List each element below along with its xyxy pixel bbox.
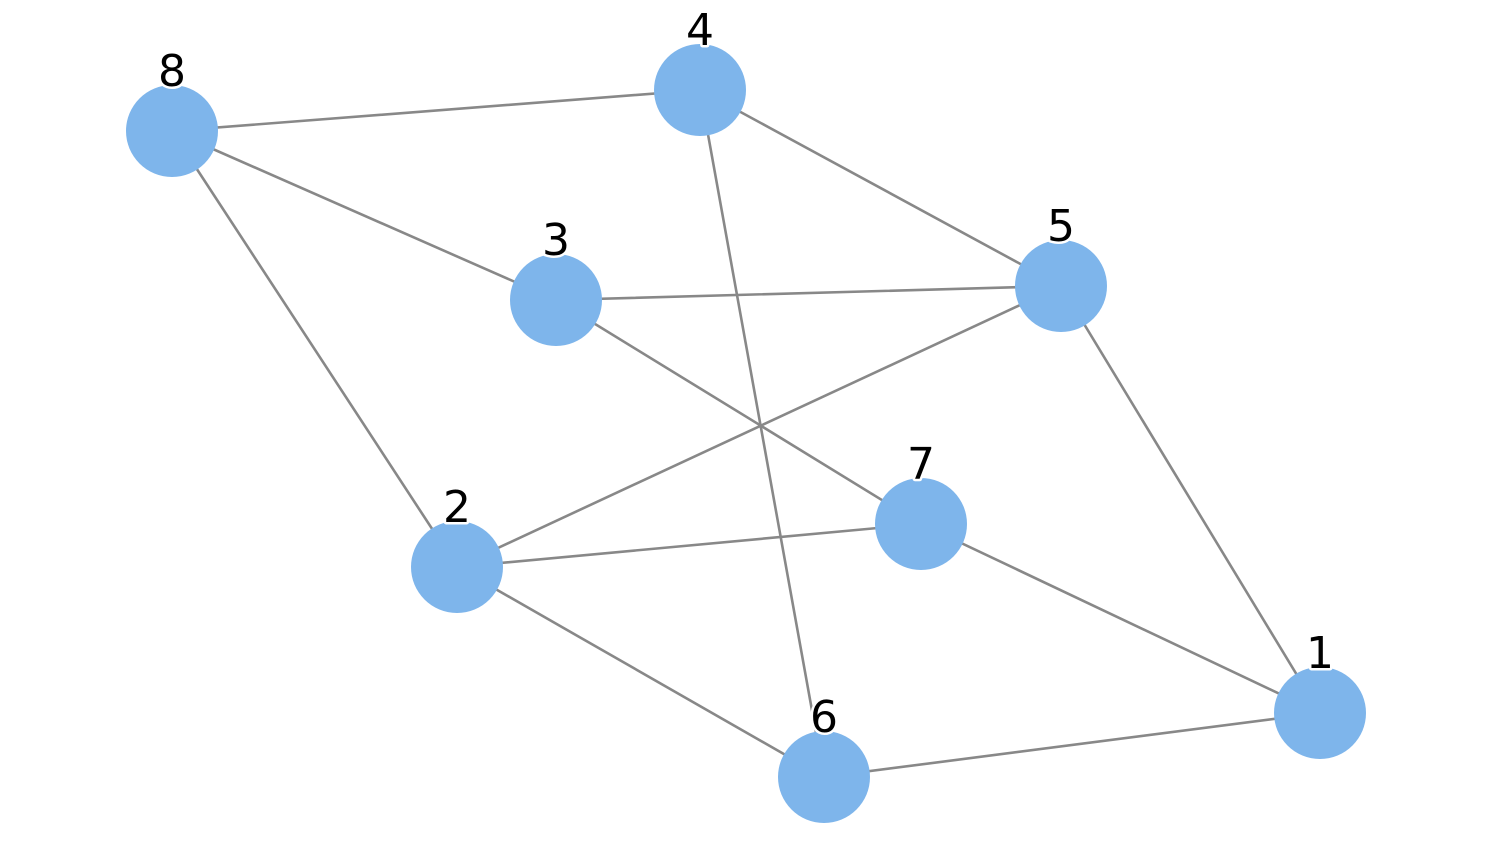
labels-layer: 1 2 3 4 5 6 7 8 [156,3,1337,746]
edge-6-1 [822,711,1322,779]
node-7[interactable] [875,478,967,570]
node-label-8: 8 [158,46,186,97]
edge-5-2 [455,284,1063,569]
node-label-6: 6 [810,692,838,743]
node-3[interactable] [510,254,602,346]
node-1[interactable] [1274,667,1366,759]
node-4[interactable] [654,44,746,136]
node-label-1: 1 [1306,628,1334,679]
edge-7-1 [919,522,1322,715]
edges-layer [170,88,1322,779]
edge-3-7 [554,298,923,526]
node-label-3: 3 [542,215,570,266]
node-8[interactable] [126,85,218,177]
nodes-layer [126,44,1366,823]
edge-5-1 [1059,284,1322,715]
edge-4-6 [698,88,826,779]
edge-8-2 [170,129,459,569]
node-5[interactable] [1015,240,1107,332]
node-label-5: 5 [1047,201,1075,252]
edge-4-5 [698,88,1063,288]
node-label-4: 4 [686,5,714,56]
node-label-7: 7 [907,439,935,490]
node-label-2: 2 [443,482,471,533]
node-2[interactable] [411,521,503,613]
edge-8-3 [170,129,558,302]
edge-2-7 [455,522,923,569]
node-6[interactable] [778,731,870,823]
edge-8-4 [170,88,702,133]
edge-2-6 [455,565,826,779]
edge-3-5 [554,284,1063,302]
